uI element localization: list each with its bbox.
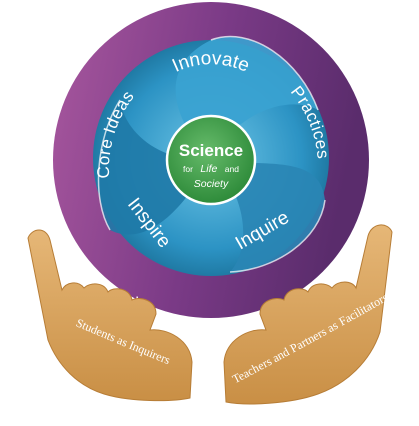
center-subtitle-line1: for Life and — [183, 159, 239, 176]
center-circle — [165, 114, 257, 206]
center-subtitle-line2: Society — [194, 178, 229, 190]
center-title: Science — [179, 141, 243, 160]
